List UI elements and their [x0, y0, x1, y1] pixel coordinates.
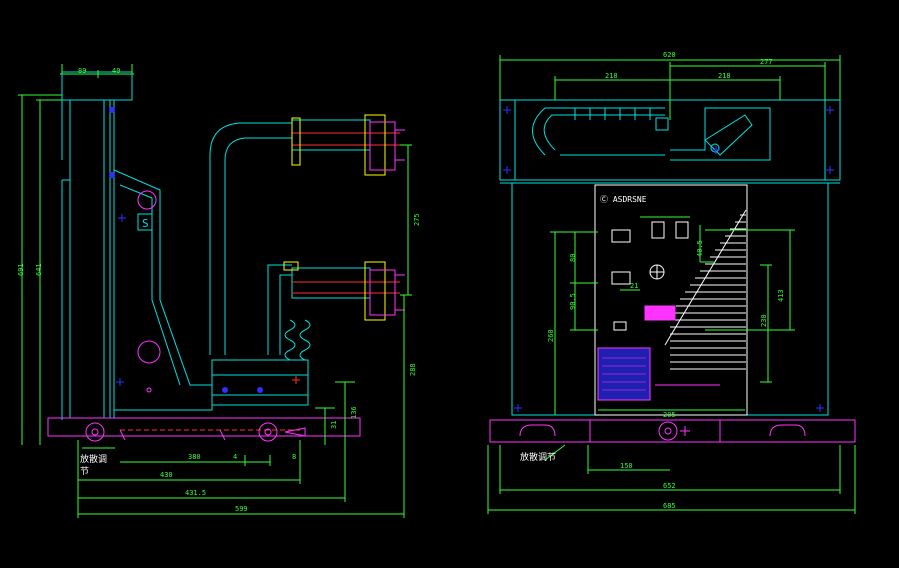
- dim-foot: 31: [330, 421, 338, 429]
- dim-h-left: 80: [569, 254, 577, 262]
- dim-bottom-a: 380: [188, 453, 201, 461]
- dim-bottom-b: 685: [663, 502, 676, 510]
- operating-lever: [704, 114, 753, 156]
- dim-contact-spacing: 275: [413, 213, 421, 226]
- dim-top-a: 89: [78, 67, 86, 75]
- indicator-circle-bottom: [137, 340, 161, 364]
- s-label: S: [142, 217, 149, 230]
- side-chassis: [47, 417, 361, 437]
- upper-arm: [209, 122, 292, 355]
- dim-small-a: 21: [630, 282, 638, 290]
- lower-block: [211, 359, 309, 406]
- dim-top-right: 277: [760, 58, 773, 66]
- dim-half-left: 218: [605, 72, 618, 80]
- dim-bottom-c: 8: [292, 453, 296, 461]
- control-panel: [594, 184, 748, 416]
- dim-h-left2: 90.5: [569, 293, 577, 310]
- side-note-line1: 放散调: [80, 453, 107, 465]
- indicator-circle-top: [137, 190, 157, 210]
- dim-inner-a: 40.5: [696, 240, 704, 257]
- dim-half-right: 218: [718, 72, 731, 80]
- bellows: [284, 319, 296, 361]
- panel-hatch: [664, 209, 747, 370]
- front-view: Ⓒ ASDRSNE: [487, 51, 856, 514]
- side-wheel-left: [85, 422, 105, 442]
- dim-height-inner: 641: [35, 263, 43, 276]
- dim-offset: 150: [620, 462, 633, 470]
- top-bracket: [61, 71, 133, 101]
- s-label-box: [137, 213, 153, 231]
- front-wheel: [658, 421, 678, 441]
- front-dimensions: [487, 55, 856, 514]
- cable-chain: [532, 107, 665, 156]
- dim-h-total: 260: [547, 329, 555, 342]
- main-frame-inner: [103, 99, 115, 419]
- dim-bottom-a: 652: [663, 482, 676, 490]
- dim-lower-height: 288: [409, 363, 417, 376]
- dim-w3: 599: [235, 505, 248, 513]
- front-note: 放散调节: [520, 451, 556, 463]
- status-window: [611, 271, 631, 285]
- dim-base-height: 136: [350, 406, 358, 419]
- dim-w2: 431.5: [185, 489, 206, 497]
- dim-h-right: 230: [760, 314, 768, 327]
- dim-panel-width: 205: [663, 411, 676, 419]
- dim-height-total: 691: [17, 263, 25, 276]
- dim-w1: 430: [160, 471, 173, 479]
- dim-top-total: 620: [663, 51, 676, 59]
- side-wheel-right: [258, 422, 278, 442]
- dim-bottom-b: 4: [233, 453, 237, 461]
- mechanism-body: [113, 169, 213, 411]
- side-note-line2: 节: [80, 466, 89, 477]
- magenta-plate: [644, 305, 676, 321]
- panel-logo: Ⓒ ASDRSNE: [600, 195, 647, 204]
- lower-contact: [364, 261, 386, 321]
- side-dimensions: [18, 64, 412, 518]
- side-view: S: [17, 64, 421, 518]
- upper-contact: [364, 114, 386, 176]
- counter-window: [611, 229, 631, 243]
- dim-top-b: 40: [112, 67, 120, 75]
- dim-h-mid: 413: [777, 289, 785, 302]
